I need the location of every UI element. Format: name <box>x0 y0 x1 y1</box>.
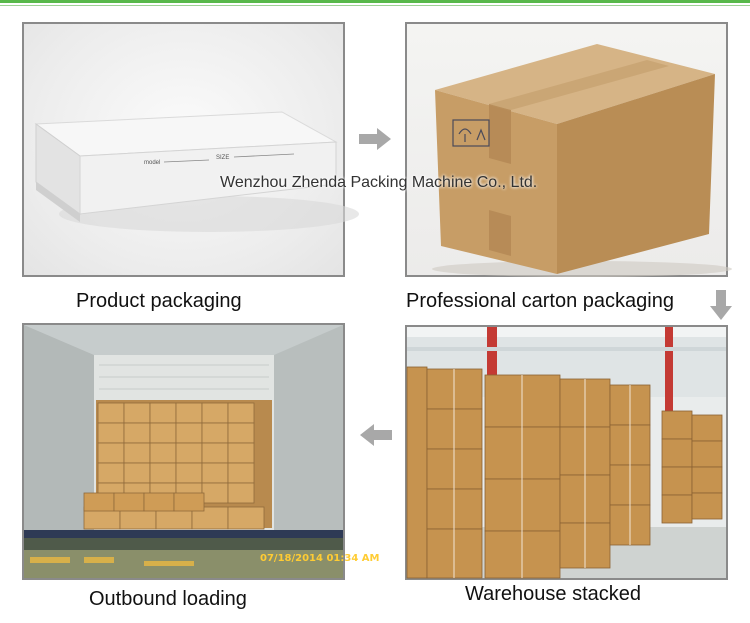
warehouse-carton-stacks <box>406 327 726 579</box>
carton-packaging-photo <box>405 22 732 277</box>
outbound-loading-photo: 07/18/2014 01:34 AM <box>22 323 379 580</box>
arrow-left-icon <box>360 424 392 446</box>
caption-product-packaging: Product packaging <box>76 290 242 312</box>
caption-outbound-loading: Outbound loading <box>89 588 247 610</box>
company-watermark: Wenzhou Zhenda Packing Machine Co., Ltd. <box>220 174 538 191</box>
container-interior <box>24 325 343 578</box>
kraft-carton-box <box>432 44 732 277</box>
arrow-right-icon <box>359 128 391 150</box>
caption-warehouse-stacked: Warehouse stacked <box>465 583 642 605</box>
box-size-label: SIZE <box>216 155 229 161</box>
warehouse-stacked-photo <box>405 325 728 580</box>
white-product-box: model SIZE <box>34 111 359 232</box>
top-accent-bar <box>0 0 750 8</box>
product-packaging-photo: model SIZE <box>22 22 359 277</box>
photo-timestamp: 07/18/2014 01:34 AM <box>260 553 380 564</box>
caption-carton-packaging: Professional carton packaging <box>406 290 674 312</box>
arrow-down-icon <box>710 290 732 320</box>
box-model-label: model <box>144 160 160 166</box>
